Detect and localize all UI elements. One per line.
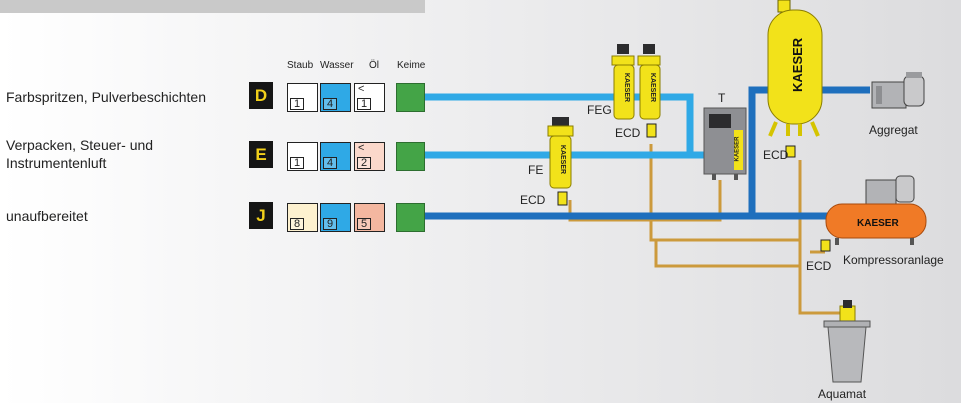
keime-box-j [396, 203, 425, 232]
header-staub: Staub [287, 60, 314, 71]
header-wasser: Wasser [320, 60, 354, 71]
label-aggregat: Aggregat [869, 123, 918, 137]
staub-class-e: 1 [290, 157, 304, 169]
oel-class-d: 1 [357, 98, 371, 110]
oel-class-e: 2 [357, 157, 371, 169]
label-ecd-fe: ECD [520, 193, 546, 207]
badge-d: D [249, 82, 273, 109]
filter-feg [611, 44, 661, 138]
dryer-brand-text: KAESER [734, 136, 741, 162]
feg-brand-text-1: KAESER [623, 72, 631, 103]
staub-class-j: 8 [290, 218, 304, 230]
pressure-vessel: KAESER [767, 0, 823, 137]
label-kompressoranlage: Kompressoranlage [843, 253, 944, 267]
feg-brand-text-2: KAESER [649, 72, 657, 103]
row-label-e: Verpacken, Steuer- und Instrumentenluft [6, 137, 154, 171]
aquamat-unit [823, 300, 871, 383]
staub-box-j: 8 [287, 203, 318, 232]
oel-box-j: 5 [354, 203, 385, 232]
oel-class-j: 5 [357, 218, 371, 230]
oel-prefix-d: < [358, 83, 365, 95]
wasser-class-e: 4 [323, 157, 337, 169]
row-label-j: unaufbereitet [6, 208, 88, 224]
wasser-box-e: 4 [320, 142, 351, 171]
vessel-brand-text: KAESER [790, 37, 805, 92]
label-ecd-compressor: ECD [806, 259, 832, 273]
top-caption-bar [0, 0, 425, 13]
keime-box-e [396, 142, 425, 171]
keime-box-d [396, 83, 425, 112]
oel-box-e: <2 [354, 142, 385, 171]
wasser-class-j: 9 [323, 218, 337, 230]
ecd-compressor-box [820, 239, 831, 252]
badge-e: E [249, 141, 273, 168]
label-fe: FE [528, 163, 544, 177]
dryer-t [703, 107, 747, 180]
wasser-class-d: 4 [323, 98, 337, 110]
oel-prefix-e: < [358, 142, 365, 154]
oel-box-d: <1 [354, 83, 385, 112]
kompressor-brand-text: KAESER [857, 218, 899, 229]
header-oel: Öl [369, 60, 379, 71]
wasser-box-j: 9 [320, 203, 351, 232]
filter-fe [547, 117, 574, 206]
aggregat-unit [871, 72, 925, 109]
staub-box-e: 1 [287, 142, 318, 171]
ecd-vessel-box [785, 145, 796, 158]
row-label-d: Farbspritzen, Pulverbeschichten [6, 89, 206, 105]
header-keime: Keime [397, 60, 426, 71]
badge-j: J [249, 202, 273, 229]
label-ecd-vessel: ECD [763, 148, 789, 162]
label-feg: FEG [587, 103, 612, 117]
staub-class-d: 1 [290, 98, 304, 110]
wasser-box-d: 4 [320, 83, 351, 112]
staub-box-d: 1 [287, 83, 318, 112]
kompressor-unit: KAESER [825, 175, 927, 245]
fe-brand-text: KAESER [559, 144, 567, 175]
label-ecd-feg: ECD [615, 126, 641, 140]
label-t: T [718, 91, 726, 105]
label-aquamat: Aquamat [818, 387, 867, 401]
condensate-lines [568, 144, 848, 315]
